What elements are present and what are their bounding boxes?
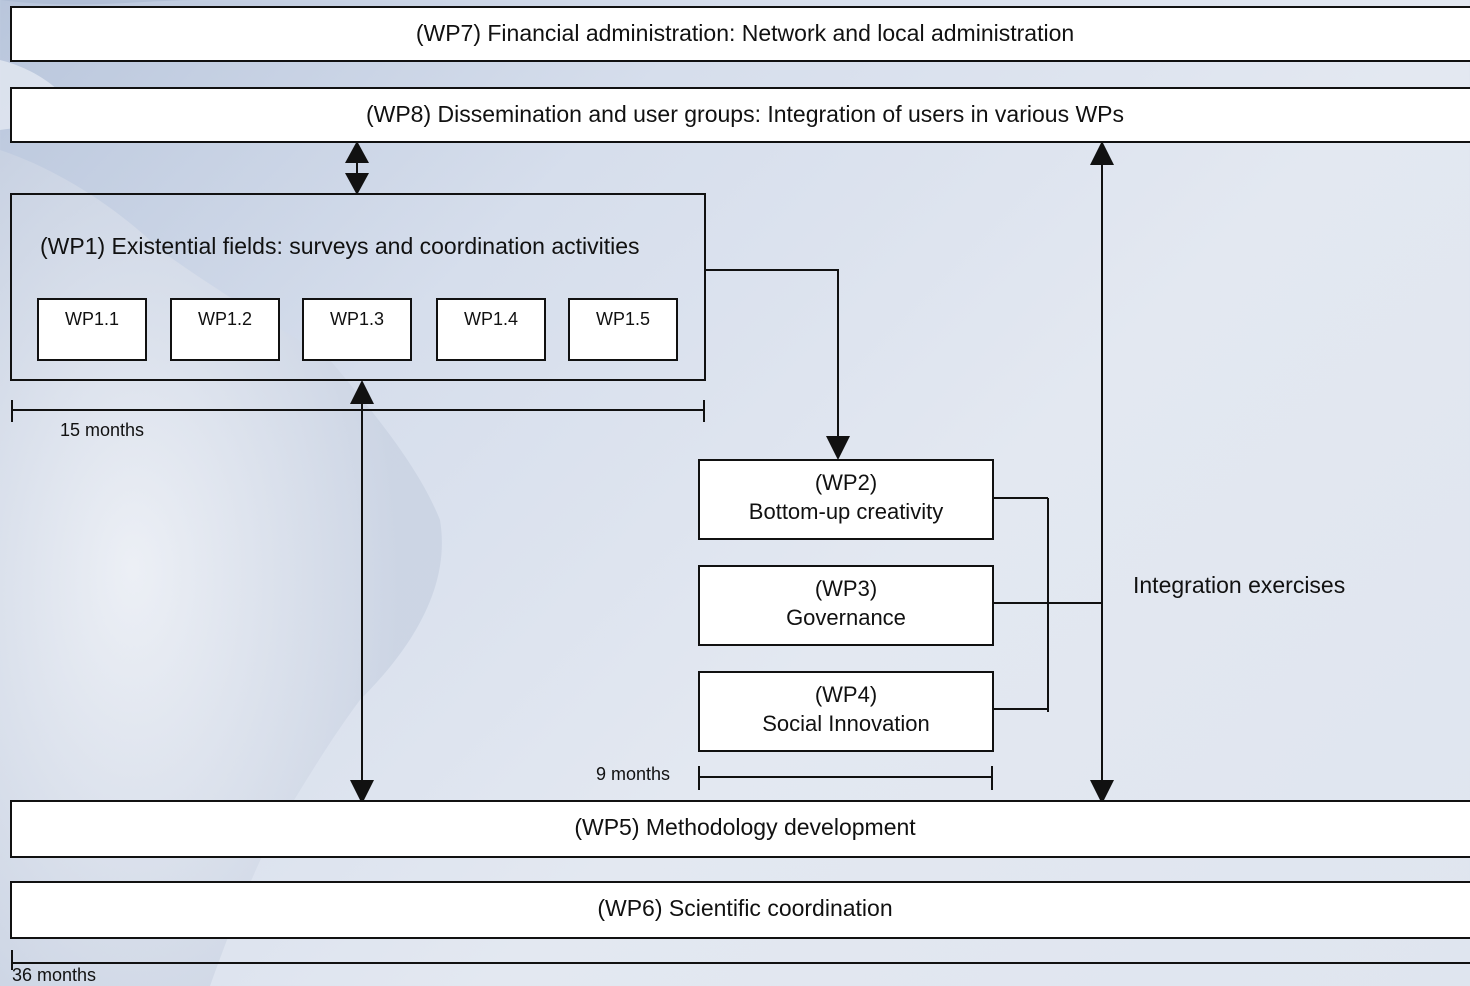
wp1-to-wp2-line [704, 269, 839, 445]
wp1-sub-box-5: WP1.5 [568, 298, 678, 361]
wp1-sub-label: WP1.1 [64, 309, 120, 329]
wp2-box: (WP2) Bottom-up creativity [698, 459, 994, 540]
wp2-name: Bottom-up creativity [748, 499, 944, 524]
wp5-bar: (WP5) Methodology development [10, 800, 1470, 858]
wp4-code: (WP4) [814, 682, 878, 707]
wp1-duration-label: 15 months [60, 420, 145, 440]
wp1-sub-label: WP1.2 [197, 309, 253, 329]
wp6-label: (WP6) Scientific coordination [597, 895, 893, 921]
wp6-bar: (WP6) Scientific coordination [10, 881, 1470, 939]
wp7-label: (WP7) Financial administration: Network … [415, 20, 1075, 46]
wp1-title: (WP1) Existential fields: surveys and co… [40, 233, 640, 259]
wp1-sub-box-3: WP1.3 [302, 298, 412, 361]
wp2-code: (WP2) [814, 470, 878, 495]
integration-label: Integration exercises [1133, 572, 1346, 598]
wp3-box: (WP3) Governance [698, 565, 994, 646]
wp1-sub-box-4: WP1.4 [436, 298, 546, 361]
wp1-container [10, 193, 706, 381]
wp1-sub-box-2: WP1.2 [170, 298, 280, 361]
wp1-sub-label: WP1.3 [329, 309, 385, 329]
wp1-sub-box-1: WP1.1 [37, 298, 147, 361]
wp7-bar: (WP7) Financial administration: Network … [10, 6, 1470, 62]
wp5-label: (WP5) Methodology development [574, 814, 916, 840]
mid-duration-label: 9 months [596, 764, 671, 784]
wp4-name: Social Innovation [762, 711, 930, 736]
wp3-name: Governance [786, 605, 906, 630]
wp8-label: (WP8) Dissemination and user groups: Int… [365, 101, 1125, 127]
total-duration-label: 36 months [12, 965, 97, 985]
wp8-bar: (WP8) Dissemination and user groups: Int… [10, 87, 1470, 143]
wp3-code: (WP3) [814, 576, 878, 601]
wp4-box: (WP4) Social Innovation [698, 671, 994, 752]
wp1-sub-label: WP1.4 [463, 309, 519, 329]
wp1-sub-label: WP1.5 [595, 309, 651, 329]
